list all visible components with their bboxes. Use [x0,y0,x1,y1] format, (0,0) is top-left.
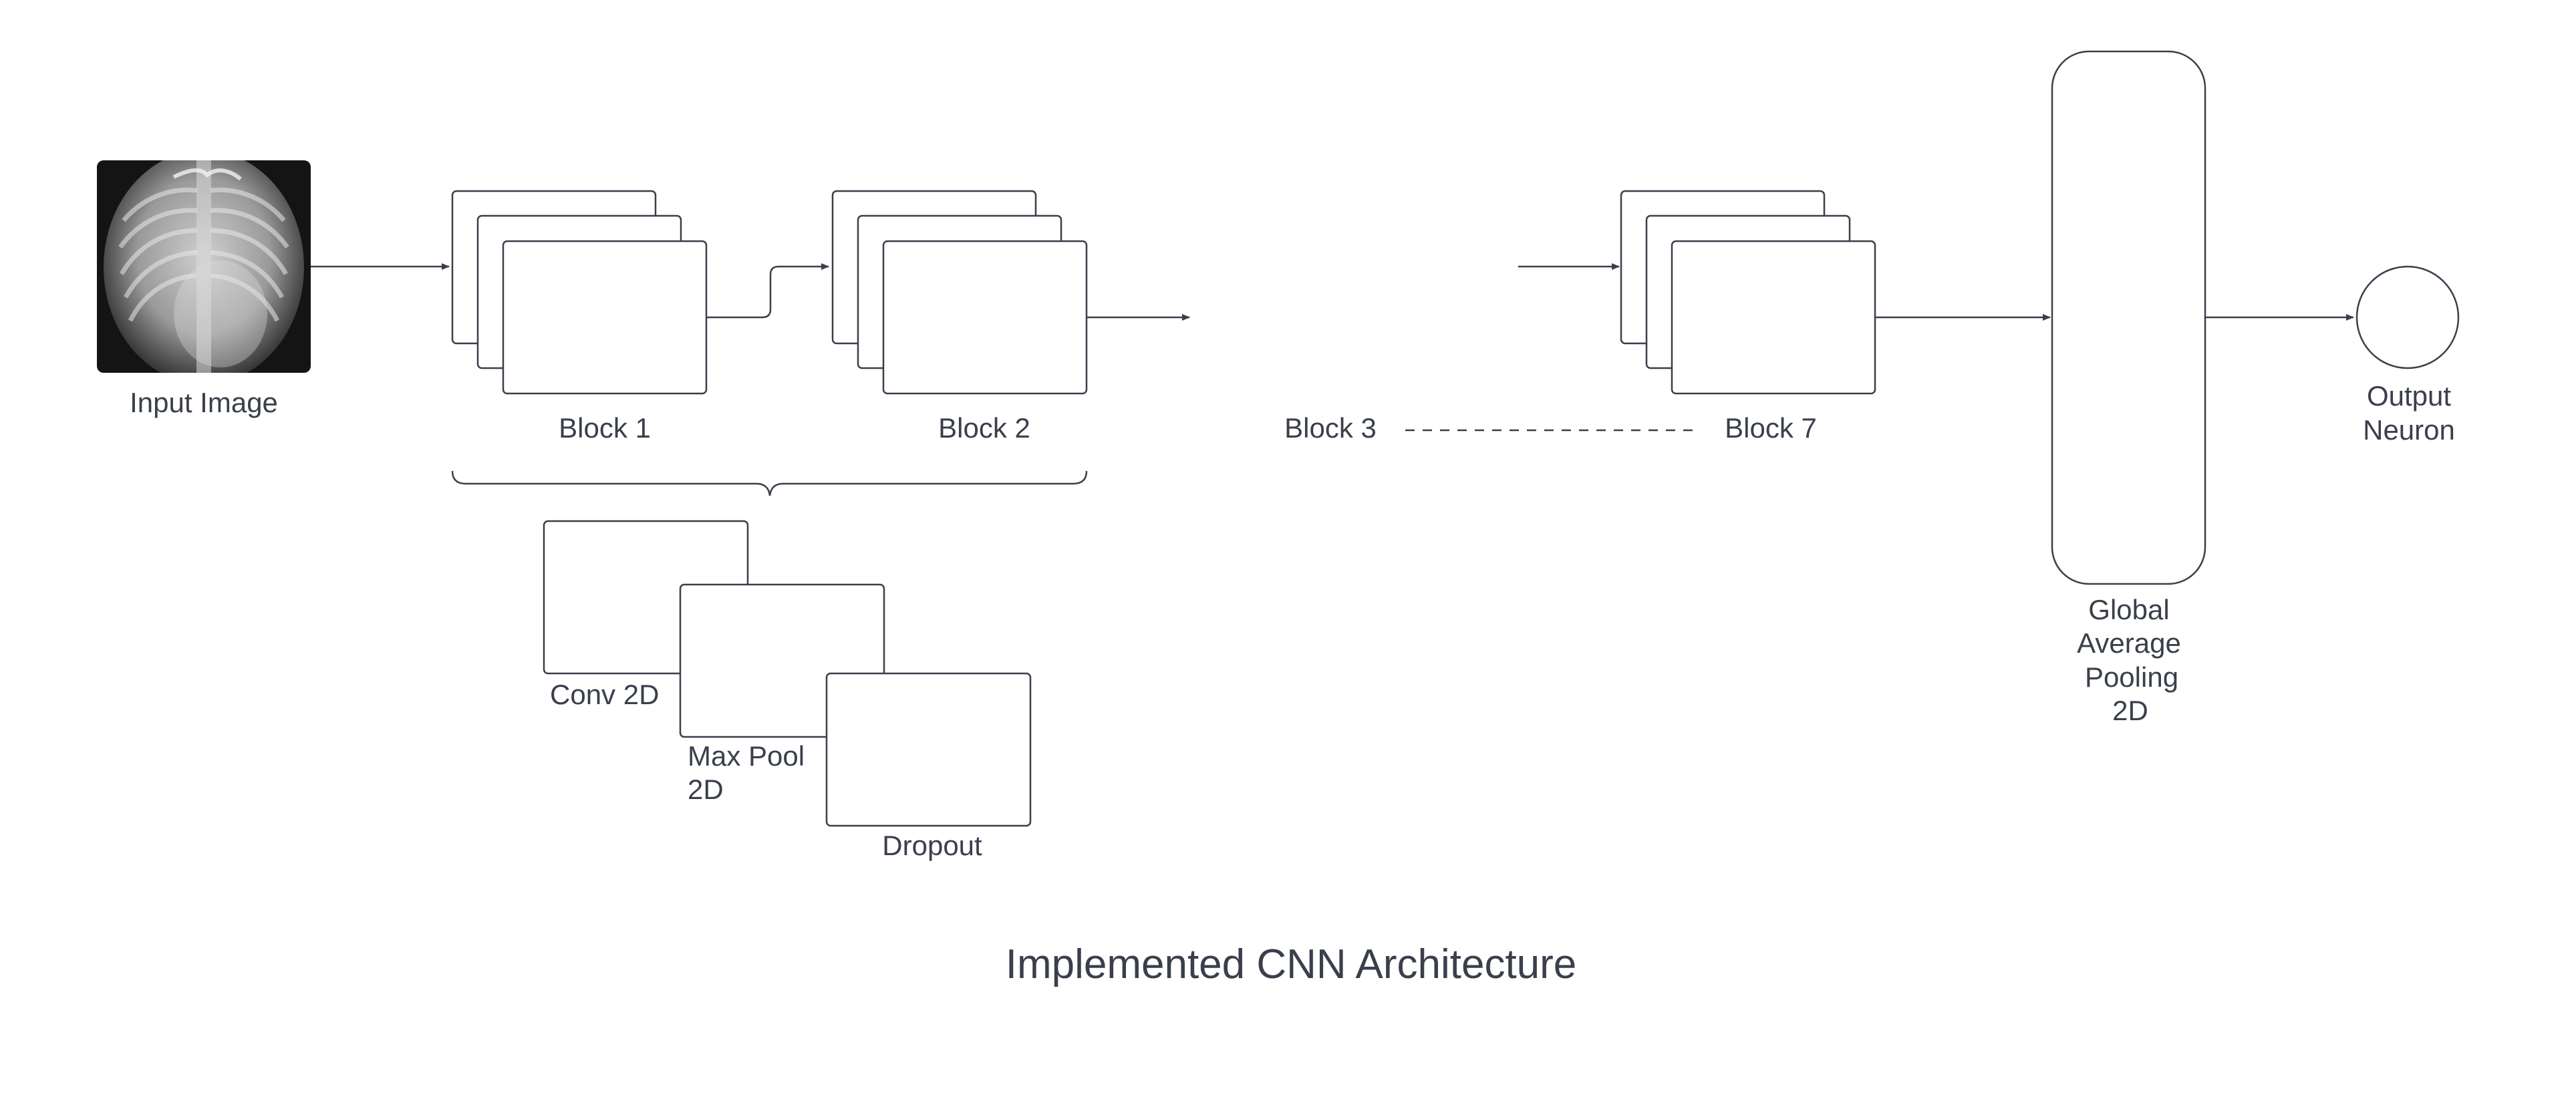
input-image [97,160,311,373]
maxpool-label-line2: 2D [688,774,724,805]
gap-label-line4: 2D [2112,695,2148,726]
conv2d-label: Conv 2D [550,679,659,710]
block1-label: Block 1 [559,412,651,444]
output-neuron-circle [2355,265,2460,369]
gap-label-line1: Global [2088,594,2169,625]
block7-label: Block 7 [1725,412,1817,444]
gap-label-line2: Average [2077,627,2181,659]
output-label-line2: Neuron [2363,414,2455,446]
diagram-title: Implemented CNN Architecture [1006,941,1577,987]
block2-stack [831,190,1088,395]
block1-stack [451,190,708,395]
block7-stack [1620,190,1876,395]
block-group-brace [451,470,1088,496]
block2-label: Block 2 [938,412,1030,444]
global-average-pooling-box [2051,50,2206,585]
block3-label: Block 3 [1284,412,1377,444]
dropout-label: Dropout [882,830,982,861]
dropout-box [825,672,1032,827]
maxpool-label-line1: Max Pool [688,740,805,772]
output-label-line1: Output [2367,380,2451,412]
gap-label-line3: Pooling [2085,661,2178,693]
input-image-label: Input Image [130,387,278,418]
arrow-block1-to-block2 [706,263,829,319]
